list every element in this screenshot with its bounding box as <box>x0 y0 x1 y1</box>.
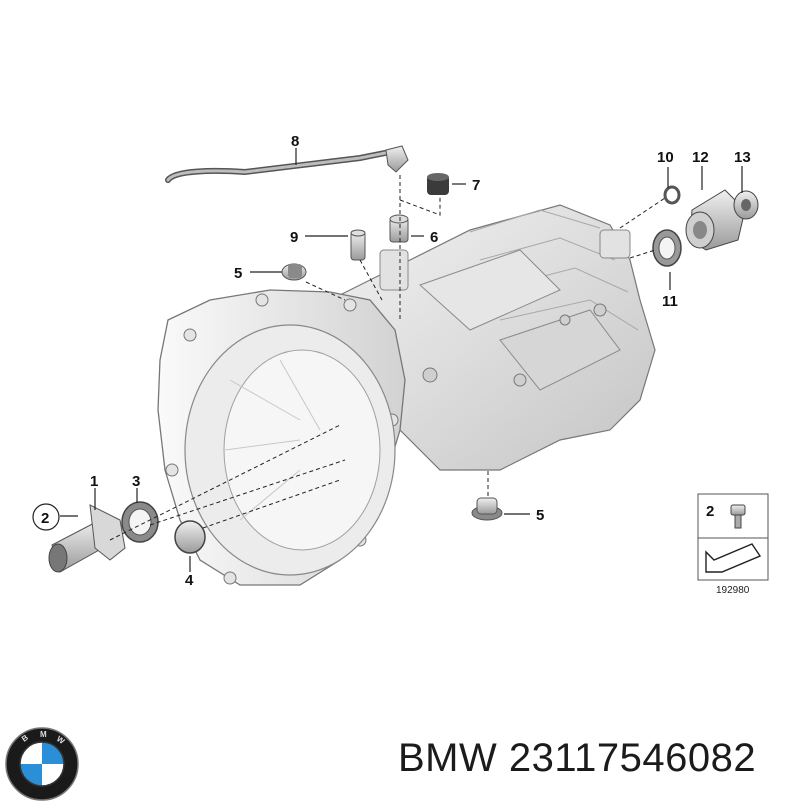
svg-text:W: W <box>55 734 67 746</box>
arrow-icon <box>705 543 762 573</box>
callout-2-circle <box>32 503 60 531</box>
callout-2: 2 <box>41 510 49 527</box>
part-1-guide-sleeve <box>48 504 126 573</box>
callout-6: 6 <box>430 229 438 246</box>
part-3-seal <box>121 501 159 543</box>
callout-3: 3 <box>132 473 140 490</box>
part-11-seal <box>652 229 682 267</box>
svg-text:B: B <box>20 733 30 744</box>
part-5-plug-top <box>281 263 307 281</box>
callout-10: 10 <box>657 149 674 166</box>
bolt-icon <box>730 504 746 529</box>
leader-lines <box>60 148 743 572</box>
inset-panel: 2 192980 <box>697 493 769 596</box>
brand-name: BMW <box>398 736 498 780</box>
part-4-plug <box>174 520 206 554</box>
part-5-plug-bottom <box>471 497 503 521</box>
callout-5-bottom: 5 <box>536 507 544 524</box>
inset-callout-2: 2 <box>706 503 714 520</box>
callout-7: 7 <box>472 177 480 194</box>
part-8-vent-hose <box>165 145 409 183</box>
svg-text:M: M <box>40 730 47 739</box>
part-12-flange <box>685 189 746 251</box>
part-caption: BMW 23117546082 <box>398 733 793 783</box>
callout-1: 1 <box>90 473 98 490</box>
part-9-pin <box>350 229 366 261</box>
assembly-dash-lines <box>109 175 666 541</box>
callout-8: 8 <box>291 133 299 150</box>
part-13-nut <box>733 190 759 220</box>
callout-9: 9 <box>290 229 298 246</box>
part-number: 23117546082 <box>508 736 757 780</box>
part-10-ring <box>663 185 681 205</box>
callout-5-top: 5 <box>234 265 242 282</box>
reference-number: 192980 <box>716 585 750 596</box>
callout-4: 4 <box>185 572 194 589</box>
part-7-cap <box>427 173 449 195</box>
part-6-fitting <box>389 214 409 243</box>
bmw-logo: B M W <box>5 727 79 801</box>
transmission-housing <box>157 204 656 586</box>
callout-13: 13 <box>734 149 751 166</box>
callout-11: 11 <box>662 293 678 310</box>
callout-labels: 1 2 3 4 5 5 6 7 8 9 10 11 12 13 <box>32 133 751 589</box>
callout-12: 12 <box>692 149 709 166</box>
